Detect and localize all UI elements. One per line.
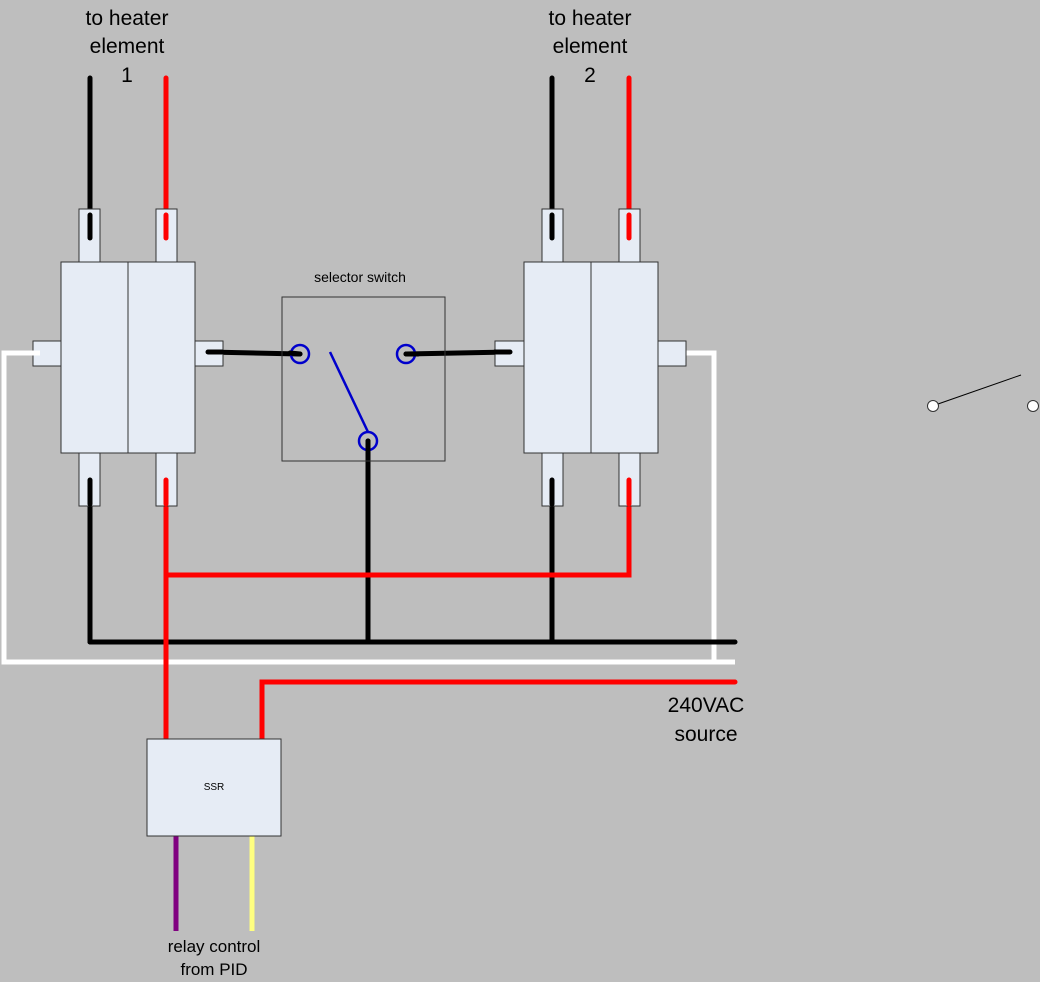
ssr-body xyxy=(146,738,282,837)
source-hot-wire xyxy=(259,679,738,743)
pid-label: relay control from PID xyxy=(168,937,261,979)
hot-bus xyxy=(163,477,632,578)
source-label-line-1: 240VAC xyxy=(668,694,745,717)
open-switch-blade xyxy=(937,374,1022,405)
selector-switch-body xyxy=(281,296,446,462)
selector-switch-label: selector switch xyxy=(314,269,406,285)
heater-2-label: to heater element 2 xyxy=(549,7,632,87)
contactor-2 xyxy=(494,208,687,507)
source-label-line-2: source xyxy=(674,723,737,746)
heater-1-label-line-2: element xyxy=(90,35,165,58)
open-switch-left-contact xyxy=(927,400,939,412)
heater-1-label-line-1: to heater xyxy=(86,7,169,30)
pid-label-line-1: relay control xyxy=(168,937,261,956)
heater-1-label-line-3: 1 xyxy=(121,64,133,87)
heater-1-label: to heater element 1 xyxy=(86,7,169,87)
source-label: 240VAC source xyxy=(668,694,745,746)
selector-blade xyxy=(328,351,370,433)
selector-switch: selector switch xyxy=(281,269,446,462)
spst-open-switch-icon xyxy=(927,374,1039,412)
heater-2-label-line-2: element xyxy=(553,35,628,58)
heater-2-label-line-1: to heater xyxy=(549,7,632,30)
pid-label-line-2: from PID xyxy=(180,960,247,979)
open-switch-right-contact xyxy=(1027,400,1039,412)
contactor-2-ground-terminal xyxy=(657,340,687,367)
ssr-label: SSR xyxy=(204,782,225,793)
coil-1-end xyxy=(287,350,303,357)
ground-wire-right xyxy=(686,350,717,662)
solid-state-relay: SSR xyxy=(146,738,282,837)
contactor-1 xyxy=(32,208,224,507)
heater-2-label-line-3: 2 xyxy=(584,64,596,87)
